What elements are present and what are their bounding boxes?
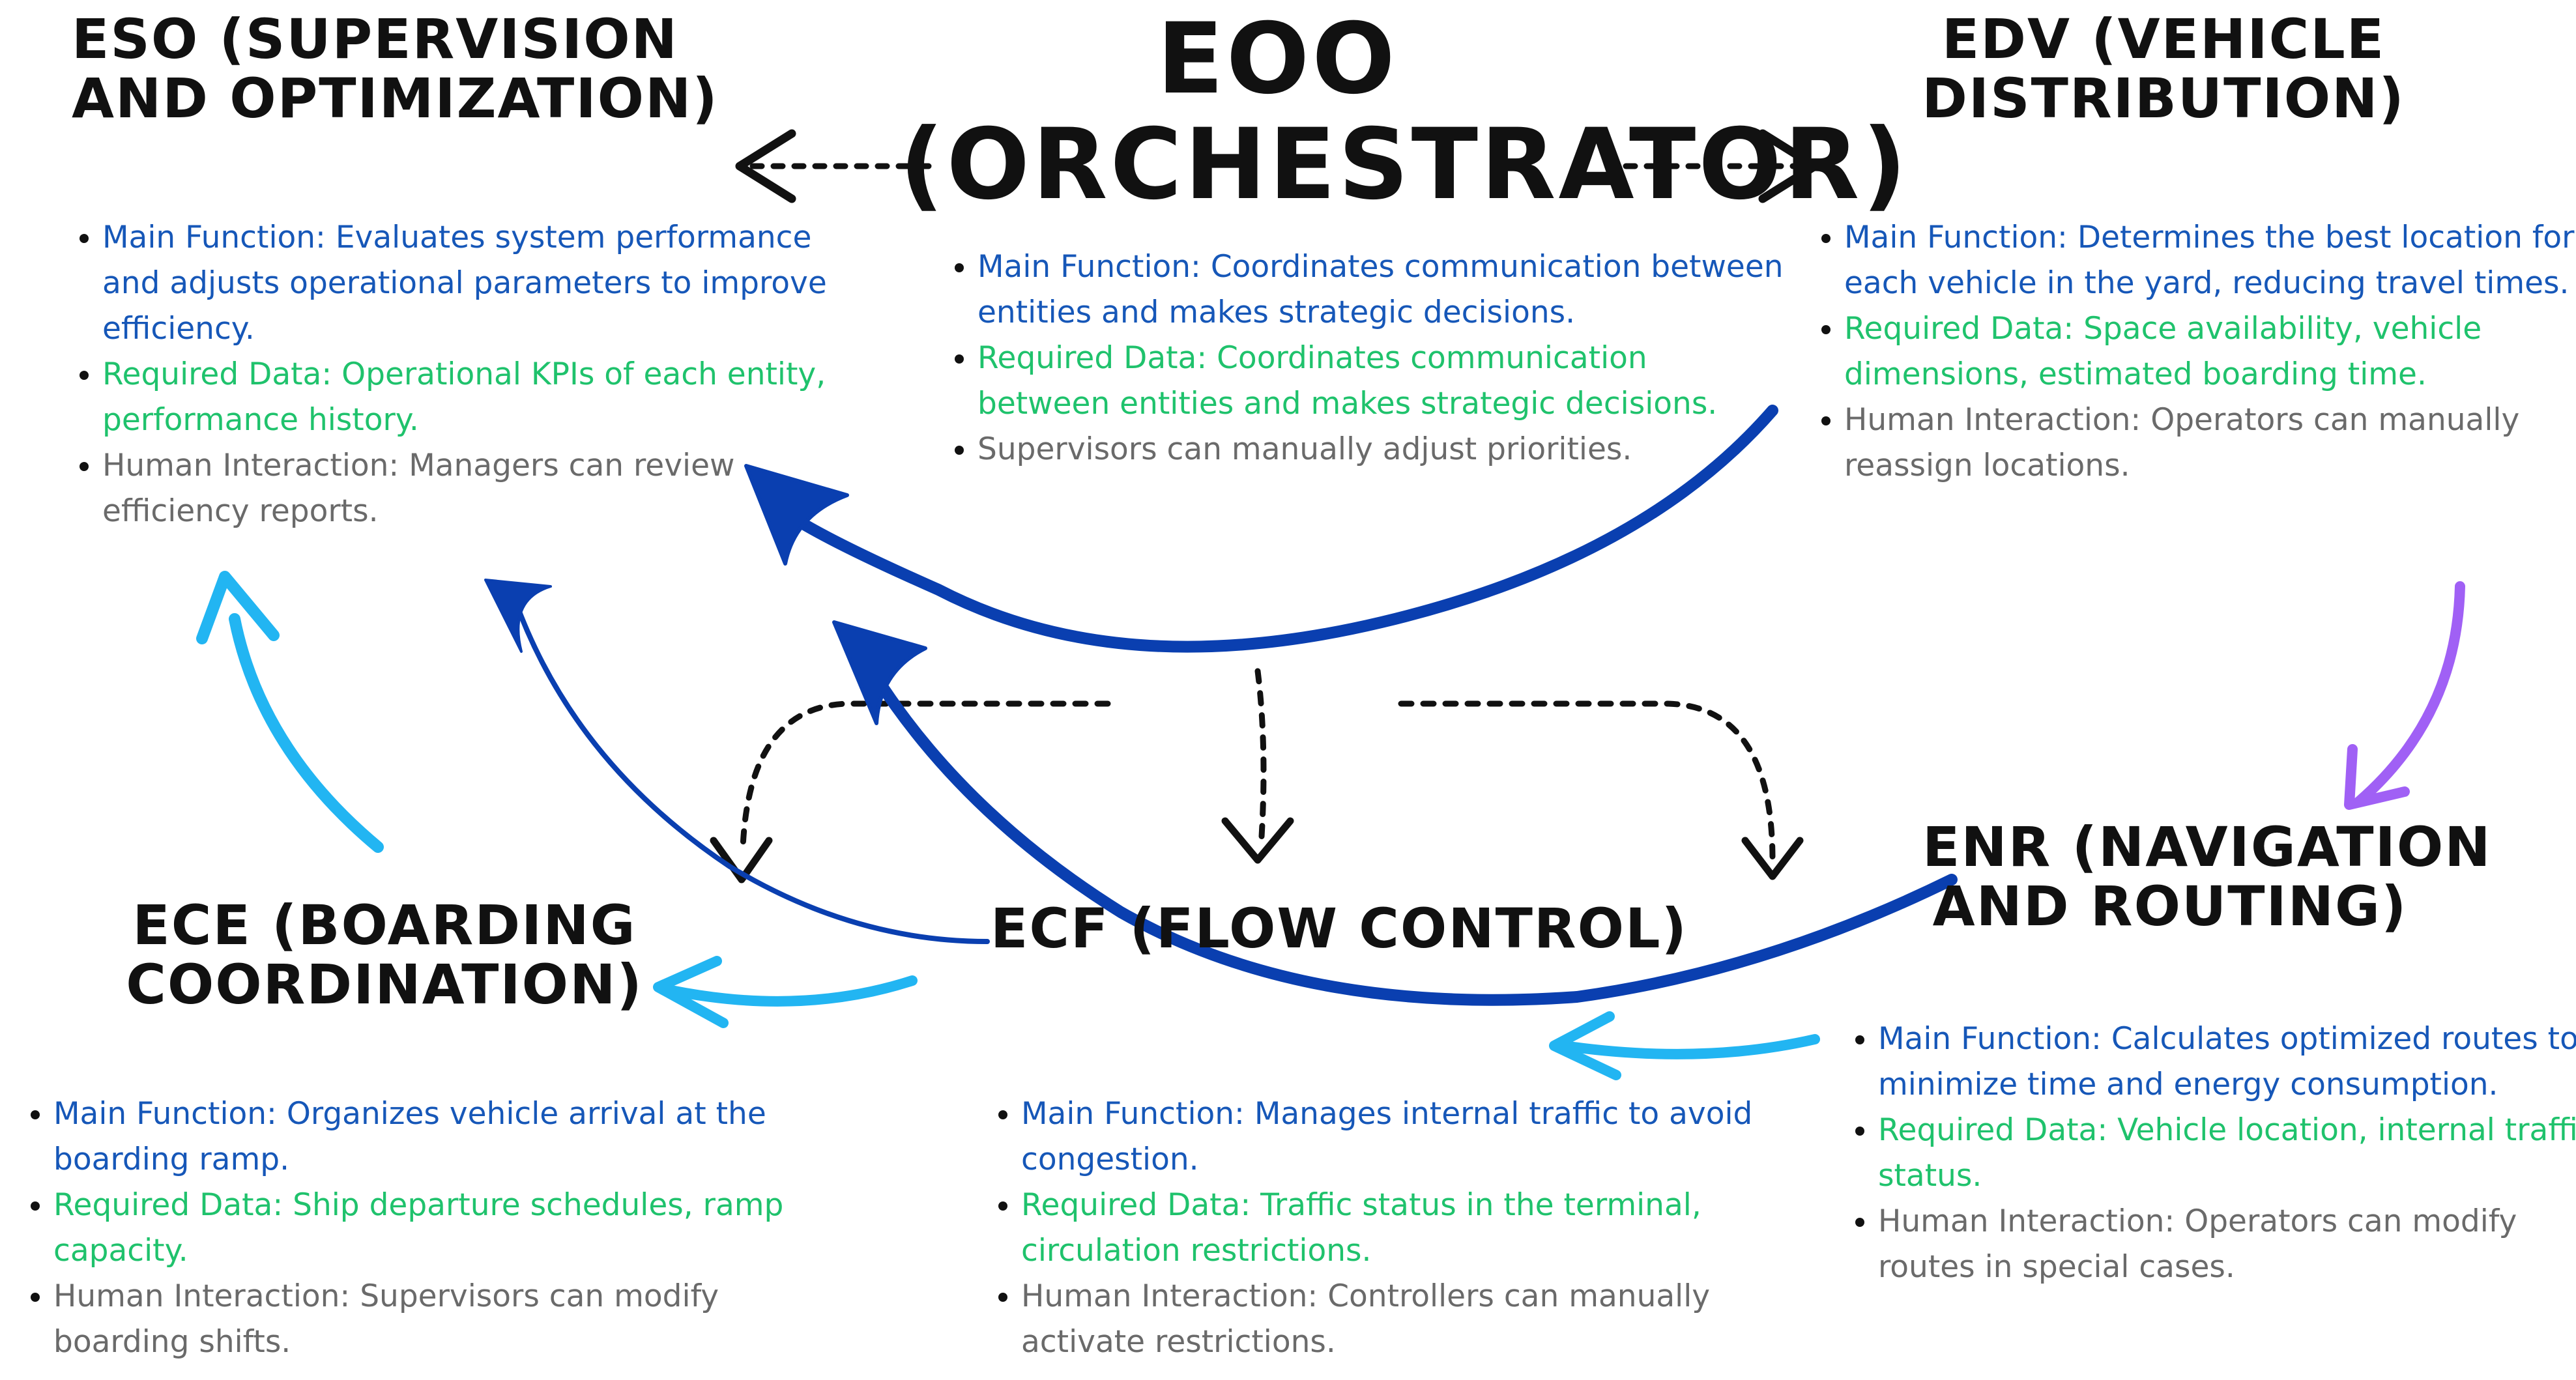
eoo-required-data: Required Data: Coordinates communication… xyxy=(977,336,1786,427)
arrowhead-ecf-to-ece xyxy=(653,956,729,1028)
eso-title-line1: ESO (SUPERVISION xyxy=(72,7,678,71)
eoo-info-list: Main Function: Coordinates communication… xyxy=(931,244,1786,472)
edv-title: EDV (VEHICLE DISTRIBUTION) xyxy=(1877,10,2450,128)
eoo-main-function: Main Function: Coordinates communication… xyxy=(977,244,1786,336)
arrow-ece-to-eso xyxy=(229,613,384,853)
eso-human-interaction: Human Interaction: Managers can review e… xyxy=(102,443,871,534)
arrowhead-edv-to-eso xyxy=(744,464,849,566)
arrow-ecf-to-eso xyxy=(512,597,990,944)
eso-main-function: Main Function: Evaluates system performa… xyxy=(102,215,871,352)
edv-required-data: Required Data: Space availability, vehic… xyxy=(1844,306,2576,397)
edv-title-line2: DISTRIBUTION) xyxy=(1922,66,2405,130)
arrowhead-edv-to-enr xyxy=(2344,744,2410,810)
arrowhead-eso-dashed xyxy=(735,129,796,203)
ece-title-line2: COORDINATION) xyxy=(126,952,643,1016)
arrow-ecf-to-ece xyxy=(666,975,918,1007)
enr-info-list: Main Function: Calculates optimized rout… xyxy=(1831,1016,2576,1290)
eoo-title-line2: (ORCHESTRATOR) xyxy=(899,108,1909,222)
enr-title: ENR (NAVIGATION AND ROUTING) xyxy=(1922,815,2492,938)
ece-info-list: Main Function: Organizes vehicle arrival… xyxy=(7,1091,835,1365)
arrowhead-ece-dashed xyxy=(710,837,773,884)
ece-title-line1: ECE (BOARDING xyxy=(132,893,637,957)
arrowhead-ecf-to-eso xyxy=(484,579,552,653)
arrow-enr-to-eso xyxy=(871,672,1958,1006)
edv-human-interaction: Human Interaction: Operators can manuall… xyxy=(1844,397,2576,489)
eso-title-line2: AND OPTIMIZATION) xyxy=(72,66,719,130)
ecf-title: ECF (FLOW CONTROL) xyxy=(991,897,1688,960)
enr-human-interaction: Human Interaction: Operators can modify … xyxy=(1878,1199,2576,1290)
ecf-human-interaction: Human Interaction: Controllers can manua… xyxy=(1021,1274,1790,1365)
eso-info-list: Main Function: Evaluates system performa… xyxy=(55,215,871,534)
dashed-arrow-eoo-to-ecf xyxy=(1254,668,1267,850)
eso-title: ESO (SUPERVISION AND OPTIMIZATION) xyxy=(72,7,719,130)
dashed-arrow-eoo-to-ece xyxy=(740,700,1111,850)
arrowhead-ece-to-eso xyxy=(196,571,280,644)
arrowhead-enr-to-eso xyxy=(832,620,927,725)
eoo-title: EOO (ORCHESTRATOR) xyxy=(899,3,1909,222)
arrowhead-enr-dashed xyxy=(1741,837,1804,880)
eso-required-data: Required Data: Operational KPIs of each … xyxy=(102,352,871,443)
arrowhead-edv-dashed xyxy=(1758,129,1819,203)
arrowhead-enr-to-ecf xyxy=(1549,1011,1621,1080)
ecf-required-data: Required Data: Traffic status in the ter… xyxy=(1021,1183,1790,1274)
ecf-info-list: Main Function: Manages internal traffic … xyxy=(974,1091,1790,1365)
enr-title-line1: ENR (NAVIGATION xyxy=(1922,815,2492,879)
enr-main-function: Main Function: Calculates optimized rout… xyxy=(1878,1016,2576,1108)
dashed-arrow-eoo-to-enr xyxy=(1398,700,1776,863)
eoo-title-line1: EOO xyxy=(1157,3,1398,116)
ece-main-function: Main Function: Organizes vehicle arrival… xyxy=(53,1091,835,1183)
ece-required-data: Required Data: Ship departure schedules,… xyxy=(53,1183,835,1274)
arrowhead-ecf-dashed xyxy=(1221,817,1294,864)
ece-title: ECE (BOARDING COORDINATION) xyxy=(124,896,645,1014)
arrow-edv-to-enr xyxy=(2354,581,2465,807)
ece-human-interaction: Human Interaction: Supervisors can modif… xyxy=(53,1274,835,1365)
enr-title-line2: AND ROUTING) xyxy=(1932,874,2408,938)
edv-main-function: Main Function: Determines the best locat… xyxy=(1844,215,2576,306)
enr-required-data: Required Data: Vehicle location, interna… xyxy=(1878,1108,2576,1199)
edv-info-list: Main Function: Determines the best locat… xyxy=(1797,215,2576,489)
ecf-title-line1: ECF (FLOW CONTROL) xyxy=(991,897,1688,960)
arrow-edv-to-eso xyxy=(783,405,1778,653)
ecf-main-function: Main Function: Manages internal traffic … xyxy=(1021,1091,1790,1183)
eoo-human-interaction: Supervisors can manually adjust prioriti… xyxy=(977,427,1786,472)
arrow-enr-to-ecf xyxy=(1559,1034,1820,1059)
edv-title-line1: EDV (VEHICLE xyxy=(1941,7,2386,71)
